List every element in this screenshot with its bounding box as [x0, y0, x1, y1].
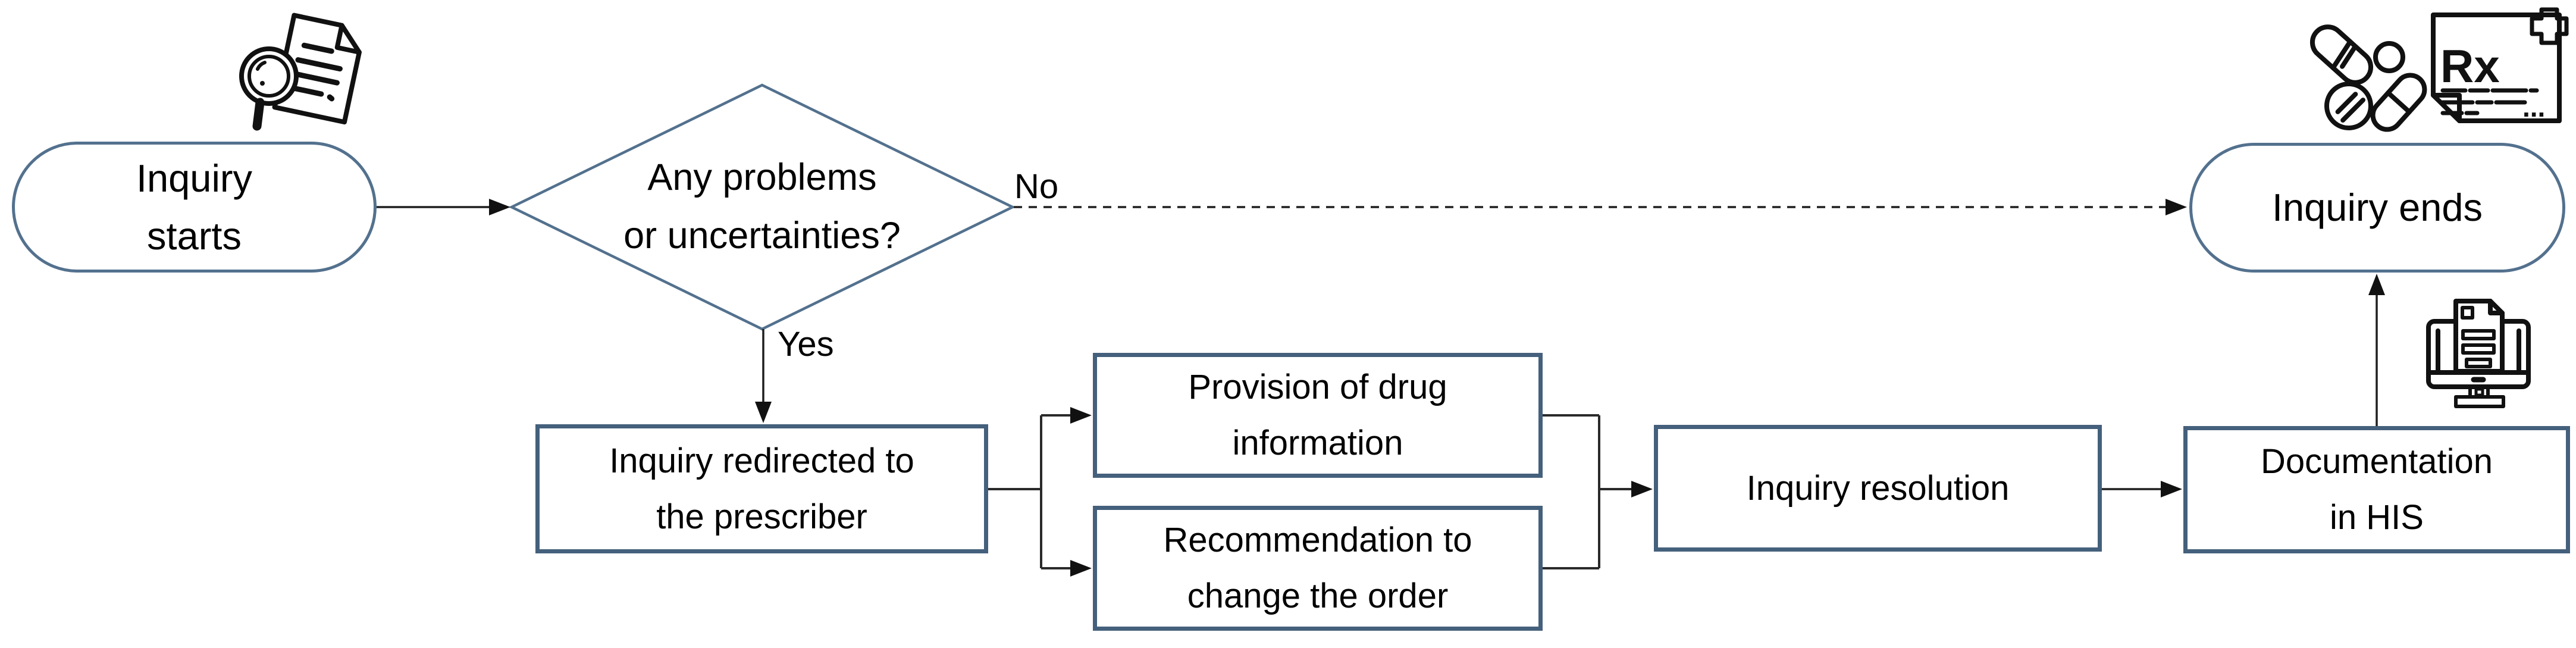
node-label-line: Inquiry ends	[2271, 186, 2483, 230]
document-search-icon	[239, 12, 362, 131]
prescription-document-icon: Rx ...	[2431, 7, 2569, 123]
arrowhead-right-icon	[1070, 407, 1092, 424]
arrowhead-up-icon	[2368, 274, 2385, 295]
node-label-line: Inquiry redirected to	[609, 441, 914, 480]
node-label-line: Inquiry resolution	[1746, 468, 2010, 508]
edge-merge-to-resolution	[1543, 414, 1653, 569]
edge-start-to-decision	[377, 199, 510, 215]
monitor-document-icon	[2426, 299, 2531, 408]
decision-diamond-shape	[508, 83, 1016, 331]
edge-label-yes: Yes	[778, 325, 834, 364]
node-label-line: Provision of drug	[1188, 368, 1447, 407]
node-label-line: Recommendation to	[1163, 521, 1472, 560]
edge-decision-to-redirect-yes	[755, 329, 772, 423]
node-label-line: starts	[147, 214, 242, 258]
edge-documentation-to-end	[2368, 274, 2385, 426]
arrowhead-right-icon	[2161, 481, 2182, 497]
edge-decision-to-end-no	[1014, 199, 2187, 215]
node-documentation-in-his: Documentation in HIS	[2183, 426, 2570, 553]
node-label-line: the prescriber	[656, 497, 867, 536]
edge-redirect-split	[988, 407, 1092, 577]
node-inquiry-redirected: Inquiry redirected to the prescriber	[535, 424, 988, 553]
arrowhead-right-icon	[1070, 560, 1092, 577]
arrowhead-right-icon	[1631, 481, 1653, 497]
dots-glyph: ...	[2522, 92, 2545, 123]
node-inquiry-resolution: Inquiry resolution	[1654, 425, 2102, 552]
node-inquiry-starts: Inquiry starts	[12, 142, 377, 273]
edge-label-no: No	[1014, 167, 1059, 206]
node-label-line: in HIS	[2330, 498, 2424, 537]
arrowhead-down-icon	[755, 402, 772, 423]
arrowhead-right-icon	[2166, 199, 2187, 215]
node-label-line: information	[1232, 424, 1403, 462]
pills-icon	[2309, 24, 2427, 132]
node-recommendation-change-order: Recommendation to change the order	[1093, 506, 1543, 631]
node-provision-of-drug-information: Provision of drug information	[1093, 353, 1543, 478]
node-label-line: Inquiry	[136, 156, 253, 200]
edge-resolution-to-documentation	[2102, 481, 2182, 497]
node-inquiry-ends: Inquiry ends	[2189, 143, 2565, 273]
node-label-line: Documentation	[2260, 442, 2493, 481]
node-label-line: change the order	[1187, 577, 1449, 615]
rx-glyph: Rx	[2440, 40, 2500, 92]
arrowhead-right-icon	[489, 199, 510, 215]
